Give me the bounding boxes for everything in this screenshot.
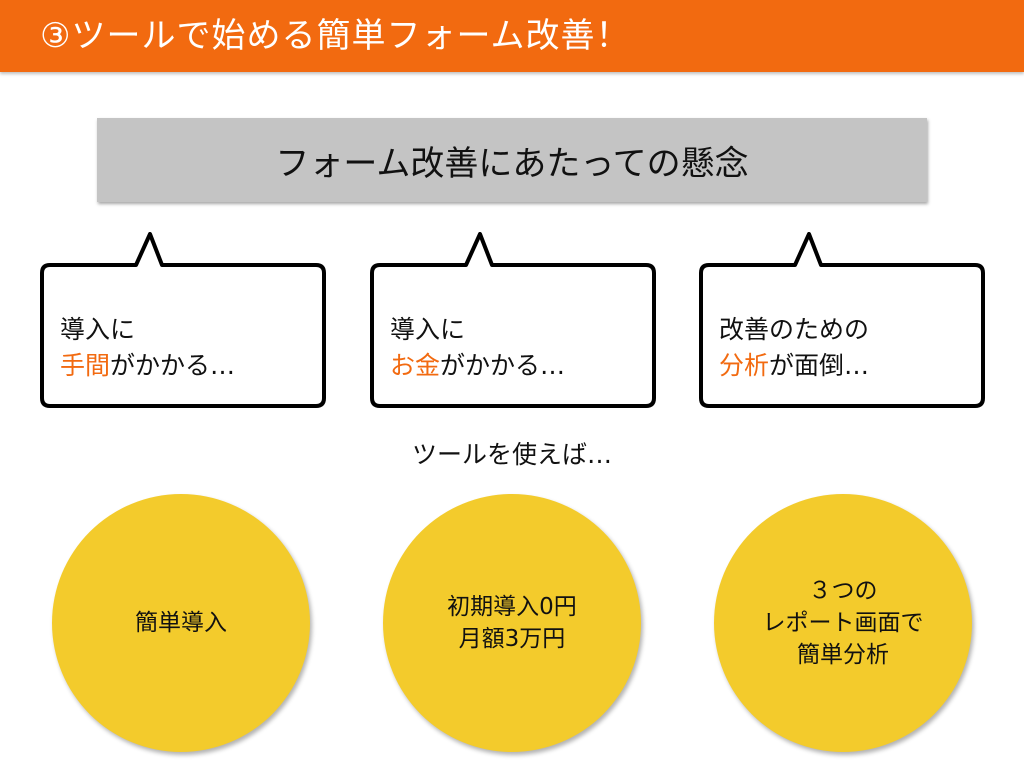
circle-line: 初期導入0円 (447, 594, 577, 620)
benefit-circle-pricing: 初期導入0円 月額3万円 (383, 494, 641, 752)
circle-line: 月額3万円 (458, 626, 566, 652)
speech-bubble-cost: 導入に お金がかかる… (368, 232, 658, 409)
bubble-accent: 手間 (60, 351, 111, 380)
speech-bubble-shape (699, 232, 985, 408)
speech-bubble-shape (370, 232, 656, 408)
slide-title: ③ツールで始める簡単フォーム改善！ (40, 16, 631, 56)
concern-heading-box: フォーム改善にあたっての懸念 (97, 118, 927, 202)
transition-text: ツールを使えば… (411, 440, 612, 469)
speech-bubble-analysis: 改善のための 分析が面倒… (697, 232, 987, 409)
benefit-circle-easy-setup: 簡単導入 (52, 494, 310, 752)
bubble-line-2: 手間がかかる… (60, 348, 235, 384)
bubble-text: 導入に 手間がかかる… (60, 312, 235, 384)
circle-line: ３つの (808, 578, 878, 604)
bubble-text: 導入に お金がかかる… (390, 312, 565, 384)
bubble-line-2: お金がかかる… (390, 348, 565, 384)
circle-line: レポート画面で (762, 610, 924, 636)
concern-heading: フォーム改善にあたっての懸念 (275, 143, 749, 184)
benefit-circle-analysis: ３つの レポート画面で 簡単分析 (714, 494, 972, 752)
speech-bubble-effort: 導入に 手間がかかる… (38, 232, 328, 409)
circle-line: 簡単分析 (797, 642, 889, 668)
bubble-line-1: 導入に (390, 315, 466, 344)
bubble-line-1: 改善のための (719, 315, 870, 344)
bubble-rest: がかかる… (110, 351, 236, 380)
bubble-line-1: 導入に (60, 315, 136, 344)
bubble-accent: お金 (390, 351, 441, 380)
bubble-line-2: 分析が面倒… (719, 348, 869, 384)
circle-line: 簡単導入 (135, 610, 227, 636)
bubble-text: 改善のための 分析が面倒… (719, 312, 869, 384)
bubble-accent: 分析 (719, 351, 770, 380)
bubble-rest: が面倒… (769, 351, 870, 380)
bubble-rest: がかかる… (440, 351, 566, 380)
speech-bubble-shape (40, 232, 326, 408)
slide-header: ③ツールで始める簡単フォーム改善！ (0, 0, 1024, 72)
